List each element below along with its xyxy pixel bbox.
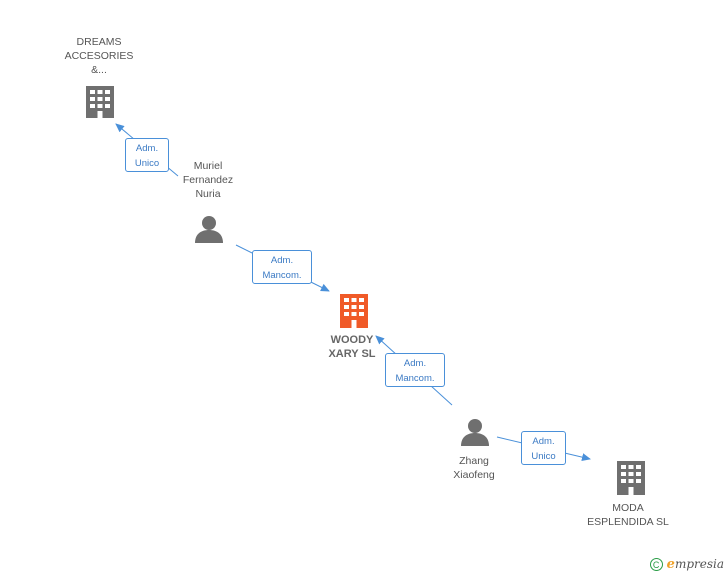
edge-label-line: Adm. [403, 358, 427, 369]
brand-rest: mpresia [674, 557, 724, 571]
node-label-woody[interactable]: WOODY XARY SL [328, 333, 375, 361]
node-label-line: Nuria [195, 188, 221, 200]
main-building-icon[interactable] [340, 294, 368, 328]
building-icon[interactable] [86, 86, 114, 118]
brand-logo[interactable]: empresia [667, 557, 724, 572]
edge-label-line: Adm. [135, 143, 159, 154]
copyright-footer: C empresia [649, 557, 724, 572]
edge-label-line: Adm. [270, 255, 294, 266]
node-label-line: Fernandez [182, 174, 234, 186]
brand-initial: e [666, 557, 675, 572]
node-label-moda[interactable]: MODA ESPLENDIDA SL [587, 501, 669, 529]
node-label-muriel[interactable]: Muriel Fernandez Nuria [183, 159, 233, 201]
edge-label-line: Unico [531, 451, 556, 462]
edge-label-line: Adm. [532, 436, 555, 447]
node-label-zhang[interactable]: Zhang Xiaofeng [453, 454, 494, 482]
person-icon[interactable] [461, 419, 489, 446]
node-label-dreams[interactable]: DREAMS ACCESORIES &... [65, 35, 134, 77]
node-label-line: &... [91, 64, 107, 76]
node-label-line: ESPLENDIDA SL [587, 516, 669, 528]
edge-label-muriel-woody[interactable]: Adm. Mancom. [252, 250, 312, 284]
edge-label-line: Unico [134, 158, 160, 169]
node-label-line: DREAMS [76, 36, 122, 48]
edge-label-line: Mancom. [262, 270, 302, 281]
node-label-line: ACCESORIES [64, 50, 134, 62]
node-label-line: Xiaofeng [453, 469, 495, 481]
node-label-line: MODA [612, 502, 644, 514]
edge-label-muriel-dreams[interactable]: Adm. Unico [125, 138, 169, 172]
person-icon[interactable] [195, 216, 223, 243]
copyright-icon: C [649, 558, 663, 571]
node-label-line: WOODY [330, 334, 374, 346]
node-label-line: XARY SL [328, 348, 376, 360]
node-label-line: Muriel [193, 160, 223, 172]
edge-label-zhang-moda[interactable]: Adm. Unico [521, 431, 566, 465]
building-icon[interactable] [617, 461, 645, 495]
node-label-line: Zhang [459, 455, 489, 467]
edge-label-zhang-woody[interactable]: Adm. Mancom. [385, 353, 445, 387]
edge-label-line: Mancom. [395, 373, 435, 384]
